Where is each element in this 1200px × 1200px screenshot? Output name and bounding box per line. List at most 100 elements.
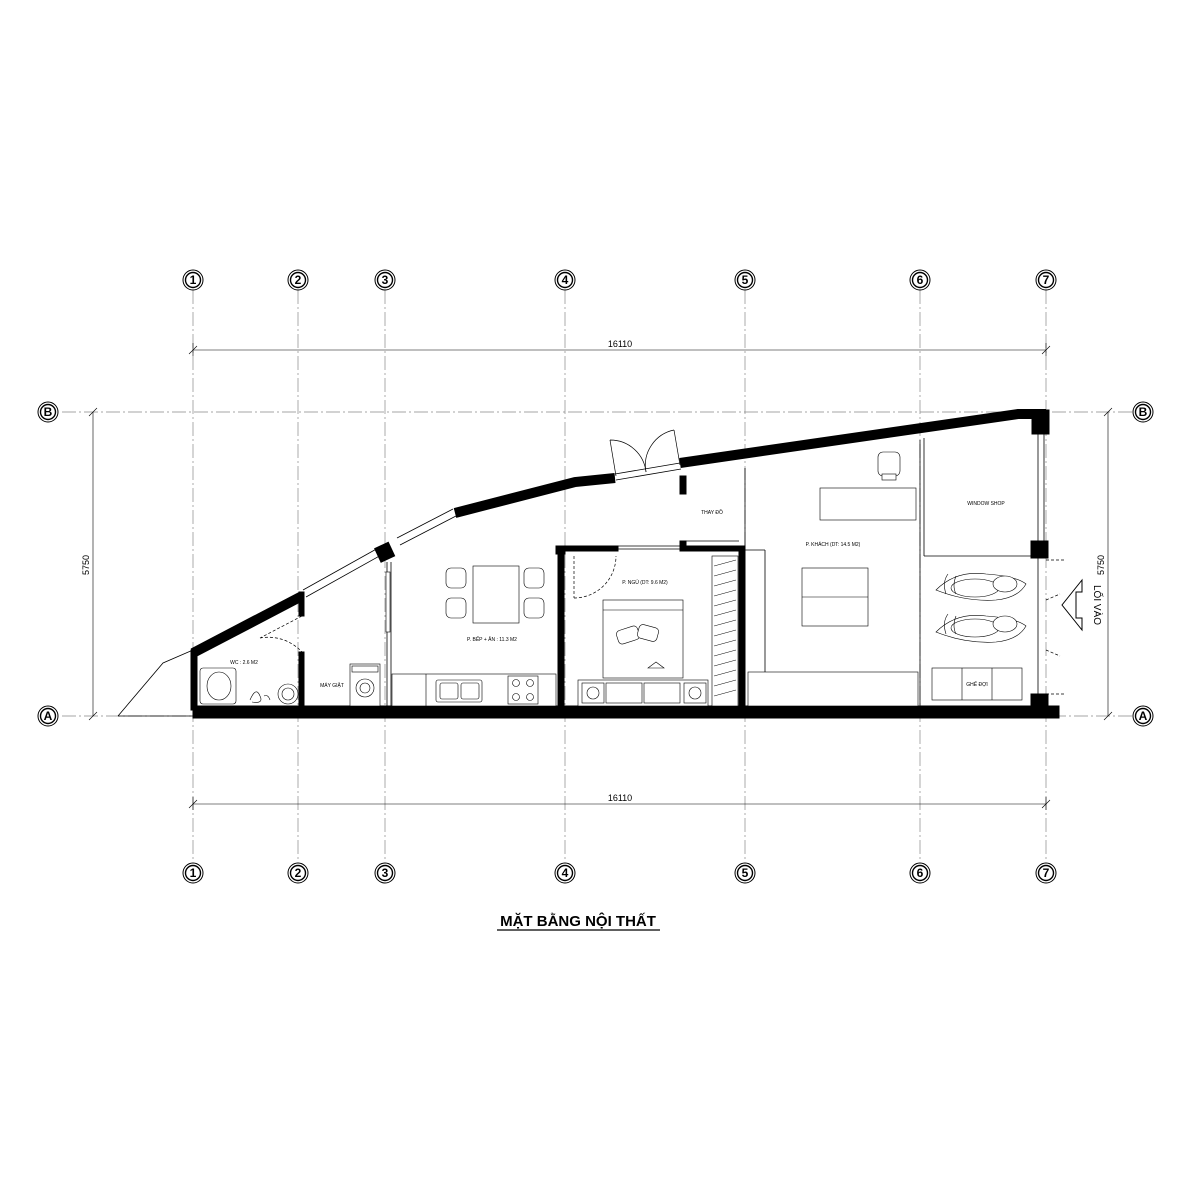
grid-bubble-bottom-2	[287, 862, 309, 884]
grid-label-top-5: 5	[742, 273, 749, 287]
window-strip-2	[396, 508, 457, 546]
grid-bubble-bottom-3	[374, 862, 396, 884]
grid-bubble-top-5	[734, 269, 756, 291]
toilet-bowl	[206, 671, 232, 701]
wall-diagonal-3	[679, 409, 1046, 468]
furniture	[199, 451, 1027, 707]
entry-door	[1045, 559, 1066, 695]
wall-left	[190, 649, 198, 711]
grid-label-bottom-7: 7	[1043, 866, 1050, 880]
grid-bubble-bottom-7	[1035, 862, 1057, 884]
grid-label-bottom-3: 3	[382, 866, 389, 880]
room-label-window-shop: WINDOW SHOP	[967, 501, 1005, 507]
office-desk	[819, 487, 917, 521]
wall-dressing-left	[679, 475, 687, 495]
dimension-left-label: 5750	[81, 555, 91, 575]
room-label-dressing: THAY ĐỒ	[701, 509, 723, 516]
dining-chair	[523, 567, 545, 589]
drawing-title: MẶT BẰNG NỘI THẤT	[500, 912, 656, 930]
grid-label-right-A: A	[1139, 709, 1148, 723]
office-chair	[877, 451, 901, 477]
motorbike	[935, 573, 1027, 601]
grid-label-top-3: 3	[382, 273, 389, 287]
site-outline	[117, 411, 1046, 717]
entrance-label: LỐI VÀO	[1091, 585, 1105, 625]
grid-bubble-top-7	[1035, 269, 1057, 291]
grid-label-left-A: A	[44, 709, 53, 723]
grid-bubble-top-1	[182, 269, 204, 291]
grid-bubble-labels: 1 2 3 4 5 6 7 1 2 3 4 5 6 7 B A B A	[44, 273, 1148, 880]
pillow	[637, 624, 659, 642]
grid-label-top-1: 1	[190, 273, 197, 287]
room-label-laundry: MÁY GIẶT	[320, 682, 344, 689]
grid-label-top-4: 4	[562, 273, 569, 287]
dimension-bottom-label: 16110	[608, 793, 632, 803]
wall-bedroom-top-left	[555, 545, 619, 552]
kitchen-stove	[507, 675, 539, 705]
grid-bubble-top-3	[374, 269, 396, 291]
grid-label-bottom-2: 2	[295, 866, 302, 880]
room-label-bedroom: P. NGỦ (DT: 9.6 M2)	[622, 579, 668, 586]
doors	[259, 429, 1066, 695]
wall-wc-laundry-low	[298, 651, 305, 711]
dimension-lines	[88, 343, 1113, 810]
grid-label-left-B: B	[44, 405, 53, 419]
kitchen-shelf	[385, 571, 391, 633]
window-strip-1	[302, 546, 384, 598]
grid-bubble-bottom-4	[554, 862, 576, 884]
grid-label-bottom-4: 4	[562, 866, 569, 880]
column-7-bottom	[1030, 693, 1049, 719]
grid-bubble-top-2	[287, 269, 309, 291]
column-7-mid	[1030, 540, 1049, 559]
grid-label-top-6: 6	[917, 273, 924, 287]
thin-partitions	[386, 434, 1045, 706]
wall-bedroom-left-b	[557, 549, 565, 711]
wall-bedroom-top-right	[679, 545, 745, 552]
grid-bubble-bottom-6	[909, 862, 931, 884]
wall-diagonal-2	[453, 473, 616, 518]
room-label-kitchen: P. BẾP + ĂN : 11.3 M2	[467, 636, 517, 643]
grid-label-top-7: 7	[1043, 273, 1050, 287]
balcony-door-right	[645, 429, 681, 473]
dining-chair	[445, 567, 467, 589]
walls	[190, 409, 1060, 719]
dimension-top-label: 16110	[608, 339, 632, 349]
motorbike	[935, 613, 1027, 643]
wardrobe-hatch	[713, 559, 737, 697]
grid-bubble-right-B	[1132, 401, 1154, 423]
wardrobe	[711, 555, 739, 707]
grid-bubbles	[37, 269, 1154, 884]
grid-label-right-B: B	[1139, 405, 1148, 419]
bedroom-door	[573, 555, 617, 599]
wall-bottom	[192, 705, 1060, 719]
grid-bubble-right-A	[1132, 705, 1154, 727]
room-label-living: P. KHÁCH (DT: 14.5 M2)	[806, 541, 861, 548]
balcony-door-left	[609, 439, 647, 477]
grid-bubble-left-A	[37, 705, 59, 727]
living-cabinet	[747, 671, 919, 707]
dining-table	[472, 565, 520, 624]
grid-label-top-2: 2	[295, 273, 302, 287]
grid-label-bottom-5: 5	[742, 866, 749, 880]
room-label-waiting-bench: GHẾ ĐỢI	[966, 681, 988, 688]
column-7-top	[1031, 409, 1050, 435]
grid-bubble-top-4	[554, 269, 576, 291]
grid-label-bottom-1: 1	[190, 866, 197, 880]
wall-diagonal-1	[190, 591, 305, 658]
room-labels: WC : 2.6 M2 MÁY GIẶT P. BẾP + ĂN : 11.3 …	[230, 501, 1005, 689]
window-strip-3	[614, 462, 682, 481]
entrance-arrow-icon	[1061, 578, 1083, 632]
dimension-right-label: 5750	[1096, 555, 1106, 575]
wc-door	[259, 615, 303, 653]
grid-bubble-bottom-1	[182, 862, 204, 884]
grid-bubble-top-6	[909, 269, 931, 291]
dining-chair	[445, 597, 467, 619]
grid-label-bottom-6: 6	[917, 866, 924, 880]
column-3	[374, 541, 396, 563]
dining-chair	[523, 597, 545, 619]
wall-wc-laundry	[298, 591, 305, 617]
wall-bedroom-right	[738, 545, 746, 711]
grid-bubble-left-B	[37, 401, 59, 423]
grid-bubble-bottom-5	[734, 862, 756, 884]
